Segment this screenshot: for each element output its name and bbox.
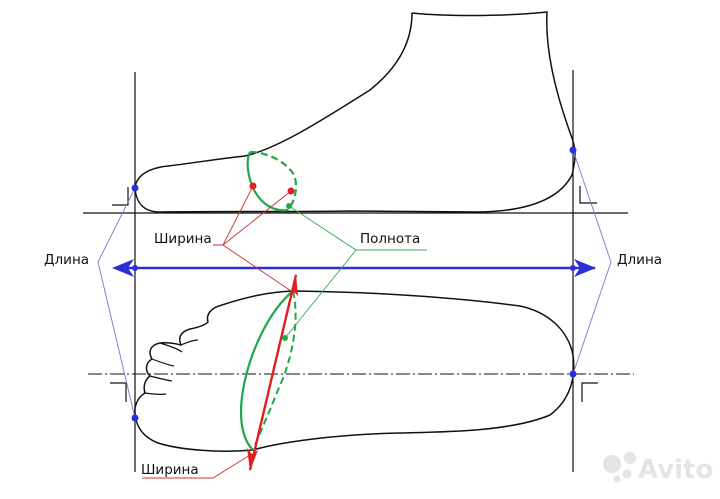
avito-logo-watermark: Avito bbox=[603, 452, 713, 485]
foot-side-outline bbox=[134, 11, 576, 213]
heel-point-bottom bbox=[131, 414, 139, 422]
watermark-text: Avito bbox=[638, 455, 713, 485]
length-leader-right bbox=[572, 149, 612, 375]
corner-mark bbox=[581, 382, 598, 402]
width-leader-bottom bbox=[142, 454, 251, 479]
toe-point-bottom bbox=[569, 370, 577, 378]
length-end-right bbox=[570, 265, 576, 271]
toe-line bbox=[159, 342, 183, 353]
length-leader-left bbox=[97, 187, 136, 419]
fullness-point-bottom bbox=[282, 335, 288, 341]
toe-line bbox=[144, 392, 167, 396]
heel-point-side bbox=[131, 184, 139, 192]
fullness-label: Полнота bbox=[360, 231, 420, 247]
width-point-side bbox=[287, 187, 295, 195]
width-point-side bbox=[249, 182, 257, 190]
corner-mark bbox=[112, 187, 129, 206]
fullness-point-side bbox=[286, 203, 292, 209]
width-label-top: Ширина bbox=[154, 231, 212, 247]
fullness-loop-bottom-solid bbox=[239, 290, 294, 451]
width-leader-top bbox=[213, 185, 254, 246]
length-label-right: Длина bbox=[617, 252, 662, 268]
foot-bottom-outline bbox=[134, 290, 575, 452]
width-leader-top bbox=[222, 190, 292, 246]
width-line bbox=[248, 274, 298, 471]
corner-mark bbox=[110, 382, 127, 402]
toe-line bbox=[149, 375, 173, 382]
length-end-left bbox=[132, 265, 138, 271]
fullness-leader bbox=[284, 249, 357, 339]
width-arrow-top bbox=[290, 274, 298, 296]
length-arrow-right bbox=[574, 259, 596, 277]
fullness-loop-side-solid bbox=[246, 151, 289, 212]
fullness-loop-side-dashed bbox=[249, 150, 298, 211]
toe-point-side bbox=[569, 146, 577, 154]
toe-line bbox=[151, 358, 175, 367]
width-arrow-bottom bbox=[247, 448, 258, 471]
length-label-left: Длина bbox=[44, 252, 89, 268]
width-leader-top bbox=[222, 244, 292, 292]
toe-line bbox=[180, 339, 199, 346]
width-label-bottom: Ширина bbox=[141, 462, 199, 478]
length-arrow-left bbox=[112, 259, 134, 277]
